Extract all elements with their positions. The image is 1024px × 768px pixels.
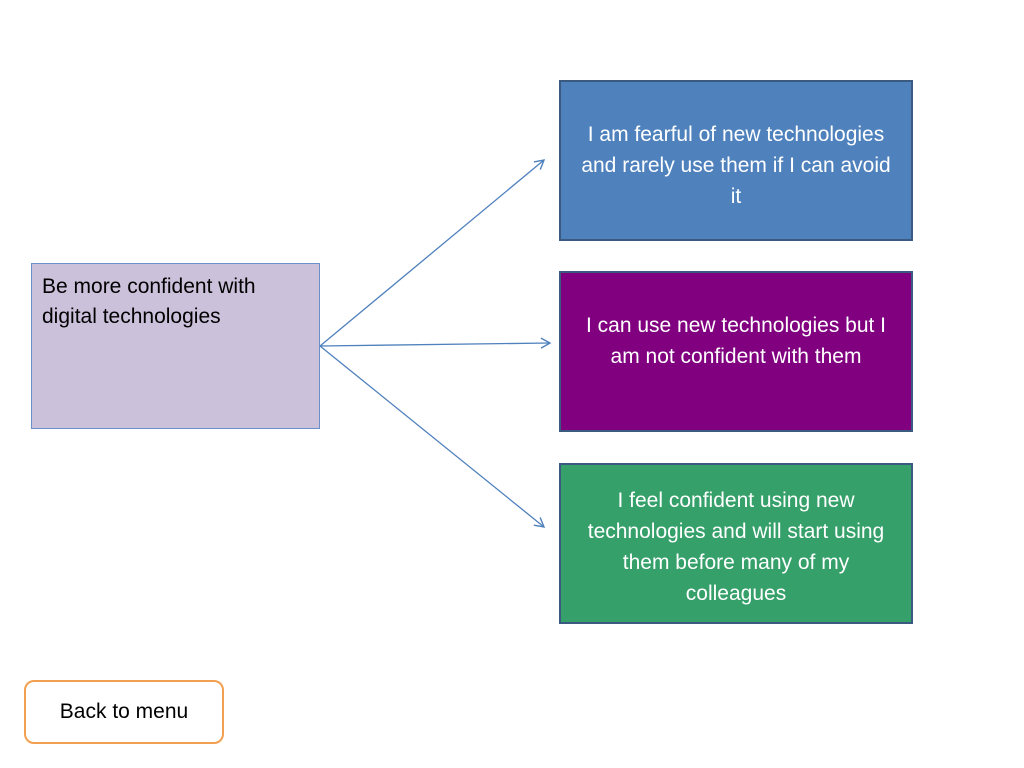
option-text-confident: I feel confident using new technologies … <box>587 489 885 605</box>
arrow-to-option-2 <box>319 337 552 349</box>
option-text-fearful: I am fearful of new technologies and rar… <box>581 123 891 208</box>
goal-text: Be more confident with digital technolog… <box>42 275 256 328</box>
back-to-menu-button[interactable]: Back to menu <box>24 680 224 744</box>
arrow-to-option-3 <box>319 345 546 528</box>
option-box-confident: I feel confident using new technologies … <box>559 463 913 624</box>
option-box-fearful: I am fearful of new technologies and rar… <box>559 80 913 241</box>
arrow-to-option-1 <box>319 159 546 347</box>
option-text-not-confident: I can use new technologies but I am not … <box>585 314 887 368</box>
goal-box: Be more confident with digital technolog… <box>31 263 320 429</box>
back-to-menu-label: Back to menu <box>59 700 189 723</box>
option-box-not-confident: I can use new technologies but I am not … <box>559 271 913 432</box>
